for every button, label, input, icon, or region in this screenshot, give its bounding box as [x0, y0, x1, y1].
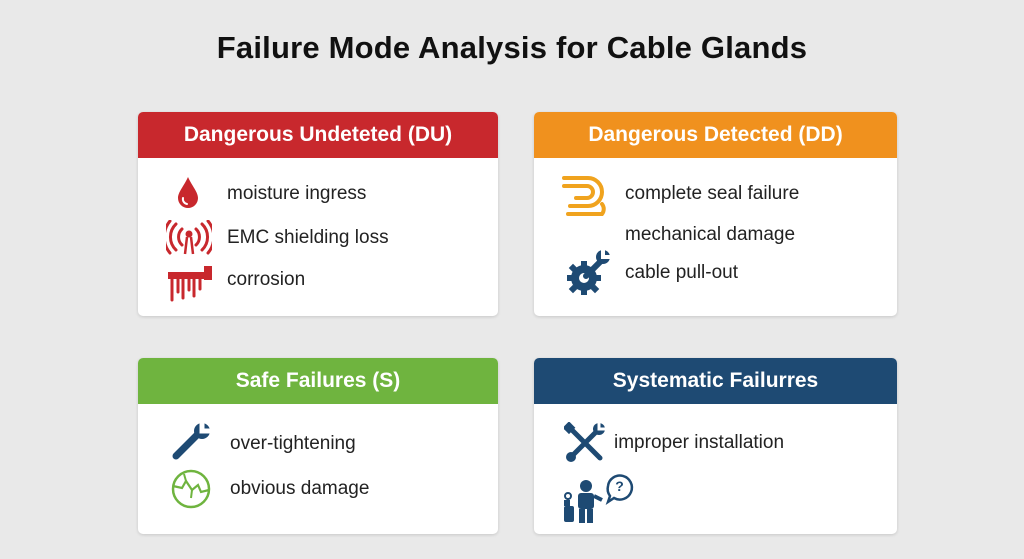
card-heading: Systematic Failurres [534, 358, 897, 404]
page-title: Failure Mode Analysis for Cable Glands [216, 30, 808, 65]
list-item: obvious damage [230, 478, 370, 499]
card-dangerous-detected: Dangerous Detected (DD) complete seal fa… [534, 112, 897, 316]
list-item: corrosion [227, 269, 306, 290]
card-systematic-failures: Systematic Failurres improper installati… [534, 358, 897, 534]
list-item: EMC shielding loss [227, 227, 389, 248]
signal-antenna-icon [166, 220, 212, 256]
cracked-circle-icon [170, 468, 212, 510]
wrench-icon [170, 422, 212, 462]
corroded-pipe-icon [168, 264, 212, 302]
list-item: complete seal failure [625, 183, 800, 204]
water-drop-icon [176, 176, 200, 210]
worker-question-icon: ? [562, 472, 638, 524]
list-item: moisture ingress [227, 183, 367, 204]
card-safe-failures: Safe Failures (S) over-tightening obviou… [138, 358, 498, 534]
card-heading: Dangerous Undeteted (DU) [138, 112, 498, 158]
list-item: over-tightening [230, 433, 356, 454]
list-item: mechanical damage [625, 224, 796, 245]
crossed-tools-icon [564, 422, 606, 464]
wrench-gear-icon [564, 248, 610, 296]
card-heading: Dangerous Detected (DD) [534, 112, 897, 158]
card-dangerous-undetected: Dangerous Undeteted (DU) moisture ingres… [138, 112, 498, 316]
svg-text:?: ? [615, 478, 624, 494]
list-item: improper installation [614, 432, 785, 453]
list-item: cable pull-out [625, 262, 739, 283]
broken-seal-icon [562, 174, 606, 218]
card-heading: Safe Failures (S) [138, 358, 498, 404]
